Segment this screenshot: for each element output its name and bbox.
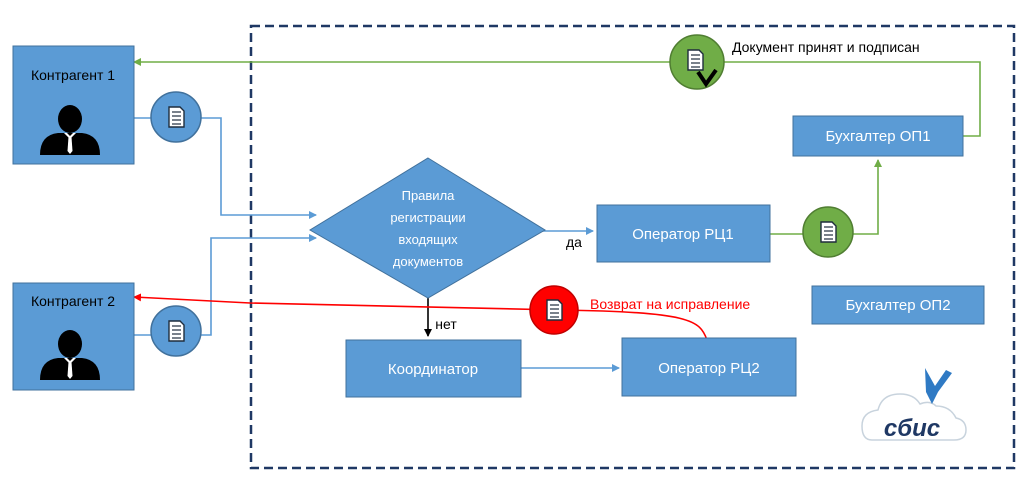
operator-rc2-box: Оператор РЦ2 (621, 337, 797, 397)
decision-line-2: регистрации (390, 210, 465, 225)
accepted-label: Документ принят и подписан (732, 39, 920, 55)
cloud-icon (861, 393, 967, 441)
coordinator-box: Координатор (345, 339, 522, 398)
decision-line-1: Правила (402, 188, 456, 203)
document-icon (150, 305, 202, 357)
operator-rc2-label: Оператор РЦ2 (658, 360, 759, 377)
registration-rules-decision: Правила регистрации входящих документов (309, 157, 546, 299)
yes-label: да (566, 234, 582, 250)
decision-line-3: входящих (398, 232, 458, 247)
sbis-logo-text: сбис (884, 415, 940, 442)
accountant-op2-box: Бухгалтер ОП2 (811, 285, 985, 325)
document-icon (802, 206, 854, 258)
returned-document-icon (529, 285, 579, 335)
sbis-logo: сбис (861, 368, 967, 442)
no-label: нет (435, 316, 457, 332)
accountant-op1-box: Бухгалтер ОП1 (792, 115, 964, 157)
accountant-op1-label: Бухгалтер ОП1 (825, 128, 930, 145)
operator-rc1-label: Оператор РЦ1 (632, 226, 733, 243)
counterparty-2-box: Контрагент 2 (12, 282, 135, 391)
decision-line-4: документов (393, 254, 463, 269)
bird-icon (925, 368, 952, 404)
returned-label: Возврат на исправление (590, 296, 750, 312)
counterparty-2-label: Контрагент 2 (31, 293, 115, 309)
accepted-flow-line (133, 58, 981, 137)
document-icon (150, 91, 202, 143)
operator-rc1-box: Оператор РЦ1 (596, 204, 771, 263)
accountant-op2-label: Бухгалтер ОП2 (845, 297, 950, 314)
accepted-document-icon (669, 34, 725, 90)
counterparty-1-label: Контрагент 1 (31, 67, 115, 83)
counterparty-1-box: Контрагент 1 (12, 45, 135, 165)
sbis-boundary-frame (249, 24, 1016, 470)
coordinator-label: Координатор (388, 361, 478, 378)
